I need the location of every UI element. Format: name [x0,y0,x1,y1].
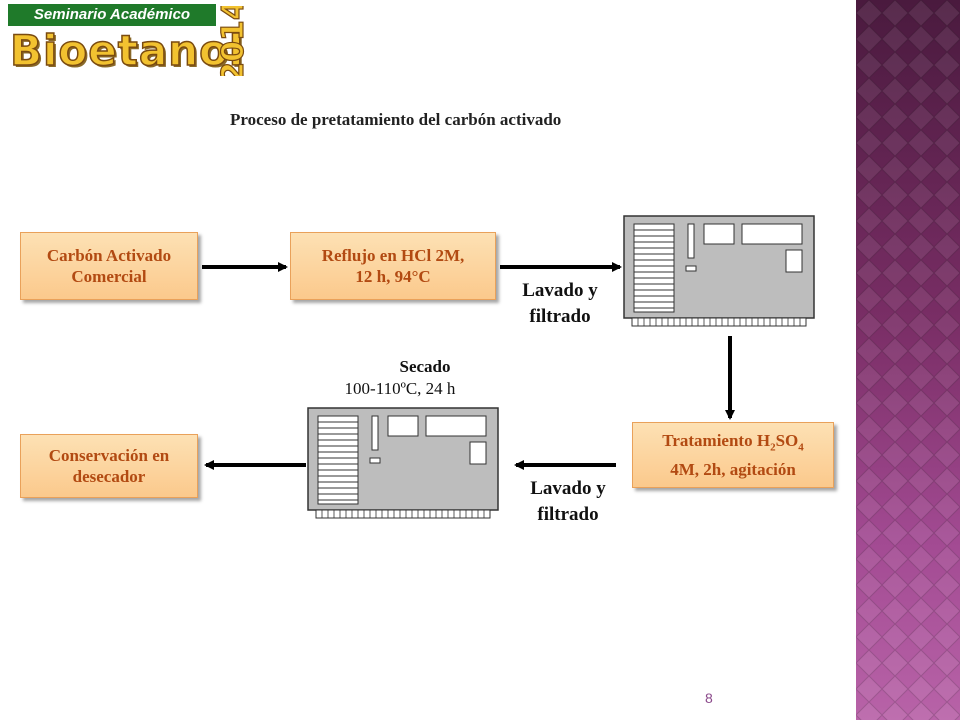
step-conservacion-line2: desecador [72,467,146,486]
svg-text:2014: 2014 [216,6,251,76]
step-carbon-line2: Comercial [71,267,147,286]
step-reflujo-line1: Reflujo en HCl 2M, [321,246,465,265]
tratamiento-so: SO [775,431,799,451]
label-lavado-1-line2: filtrado [529,306,591,327]
step-conservacion: Conservación en desecador [20,434,198,498]
label-secado-detail: 100-110ºC, 24 h [344,379,456,398]
brand-logo: Bioetanol [9,25,245,76]
diagram-title: Proceso de pretatamiento del carbón acti… [230,110,562,129]
step-reflujo-line2: 12 h, 94°C [355,267,431,286]
tratamiento-text: Tratamiento H [662,431,771,451]
step-tratamiento-line1: Tratamiento H2SO4 [662,430,804,458]
step-conservacion-line1: Conservación en [48,446,170,465]
decorative-side-panel [856,0,960,720]
step-tratamiento: Tratamiento H2SO4 4M, 2h, agitación [632,422,834,488]
label-secado-title: Secado [399,357,451,376]
label-lavado-1: Lavado y filtrado [502,278,618,330]
seminar-banner: Seminario Académico [8,4,216,26]
diamond-pattern [856,0,960,720]
step-tratamiento-line2: 4M, 2h, agitación [670,459,796,479]
label-secado: Secado 100-110ºC, 24 h [310,356,490,400]
tratamiento-sub-4: 4 [798,441,804,454]
drying-oven-icon [307,407,499,519]
tratamiento-sub-2: 2 [770,441,776,454]
step-reflujo: Reflujo en HCl 2M, 12 h, 94°C [290,232,496,300]
year-logo: 2014 [216,6,252,76]
label-lavado-2: Lavado y filtrado [510,476,626,528]
label-lavado-1-line1: Lavado y [522,280,598,301]
label-lavado-2-line2: filtrado [537,504,599,525]
page-number: 8 [705,690,713,706]
oven-icon [623,215,815,327]
step-carbon-line1: Carbón Activado [46,246,172,265]
label-lavado-2-line1: Lavado y [530,478,606,499]
flow-arrows [202,262,735,470]
